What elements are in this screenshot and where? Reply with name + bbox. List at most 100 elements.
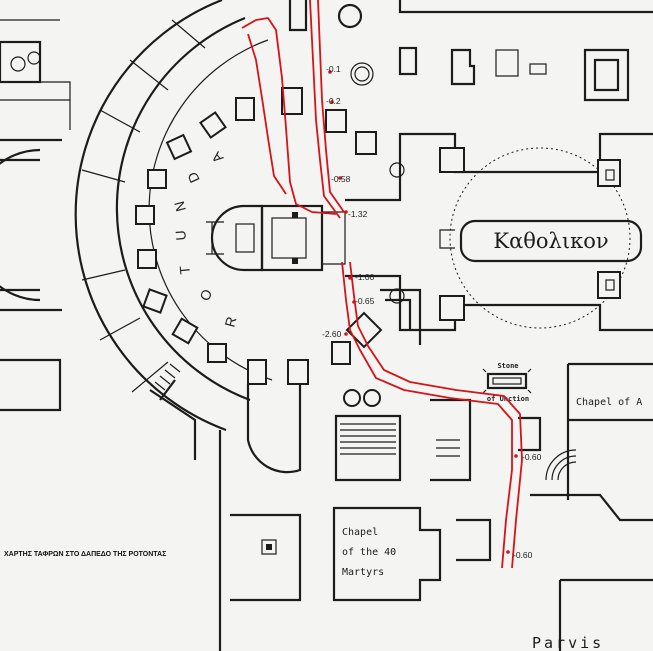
chapel40-label-line1: Chapel <box>342 527 378 538</box>
katholikon-pier <box>439 295 465 321</box>
chapel40-label-line2: of the 40 <box>342 547 396 558</box>
stone-of-unction-lamps <box>482 368 532 394</box>
rotunda-letter-o: O <box>196 286 216 304</box>
edicule <box>206 204 346 272</box>
rotunda-letter-t: T <box>176 264 193 275</box>
pier <box>281 87 303 115</box>
west-apse-walls <box>0 138 62 312</box>
pier <box>247 359 267 385</box>
trenches <box>241 0 523 569</box>
depth-label: -0.1 <box>326 64 341 74</box>
north-buildings <box>288 0 653 155</box>
trench-north-west <box>241 17 337 215</box>
stone-of-unction-inner <box>492 377 522 385</box>
trench-marker <box>330 100 334 104</box>
depth-label: -2.60 <box>322 329 342 339</box>
rotunda-letter-d: D <box>184 169 203 186</box>
south-east-room <box>558 578 653 651</box>
north-pier <box>325 109 347 133</box>
north-passage <box>288 0 308 32</box>
trench-marker <box>344 332 348 336</box>
trench-north-east-inner <box>317 0 345 213</box>
chapel-of-adam-label: Chapel of A <box>576 397 642 408</box>
chapel40-label-line3: Martyrs <box>342 567 384 578</box>
pier <box>137 249 157 269</box>
edicule-porch <box>322 211 346 265</box>
north-column-inner <box>354 66 370 82</box>
trench-marker <box>328 70 332 74</box>
rotunda-letter-n: N <box>171 198 189 213</box>
chapel-west-room <box>230 513 302 602</box>
north-chapel <box>450 48 476 86</box>
north-room-well <box>27 51 41 65</box>
katholikon-column <box>389 162 405 178</box>
depth-label: -0.60 <box>522 452 542 462</box>
chapel-of-adam-walls <box>566 362 653 500</box>
depth-labels: -0.1 -0.2 -0.58 -1.32 -1.00 -0.65 -2.60 … <box>322 64 542 560</box>
rotunda-lettering: R O T U N D A <box>171 148 240 329</box>
rotunda-radial-chapels <box>81 19 206 393</box>
south-pier <box>331 341 351 365</box>
south-column <box>363 389 381 407</box>
stone-of-unction <box>486 372 528 390</box>
depth-label: -0.60 <box>513 550 533 560</box>
edicule-body <box>260 204 324 272</box>
south-column <box>343 389 361 407</box>
katholikon-niche <box>605 169 615 181</box>
south-room <box>456 518 492 562</box>
trench-north-east <box>309 0 341 219</box>
katholikon-niche <box>605 279 615 291</box>
rotunda-inner-ring <box>148 39 273 381</box>
katholikon-pier <box>597 271 621 299</box>
depth-label: -1.32 <box>348 209 368 219</box>
chapel-of-40-martyrs <box>332 506 442 602</box>
katholikon-area: Καθολικον <box>345 132 653 345</box>
katholikon-label: Καθολικον <box>493 229 608 253</box>
south-room-steps <box>436 439 460 457</box>
pier <box>287 359 309 385</box>
depth-label: -0.2 <box>326 96 341 106</box>
west-room <box>0 358 62 412</box>
katholikon-column <box>389 288 405 304</box>
edicule-column <box>292 212 298 218</box>
trench-north-west-inner <box>247 33 287 195</box>
chapel-altar <box>261 539 277 555</box>
north-room-well <box>10 56 26 72</box>
pier <box>165 133 193 161</box>
katholikon-pier <box>439 147 465 173</box>
edicule-west-step <box>206 221 224 255</box>
katholikon-pier <box>597 159 621 187</box>
trench-marker <box>348 276 352 280</box>
north-column <box>350 62 374 86</box>
pier <box>207 343 227 363</box>
south-stair-treads <box>340 423 396 455</box>
south-stair <box>149 379 197 460</box>
north-room-small <box>529 63 547 75</box>
south-east-wall <box>530 493 653 522</box>
south-room <box>430 398 472 482</box>
edicule-angel-chapel <box>271 217 307 259</box>
katholikon-label-box <box>459 219 643 263</box>
north-annex-walls <box>0 19 71 130</box>
rotunda-middle-wall <box>115 16 251 402</box>
south-small-room <box>518 416 542 452</box>
west-apse <box>0 148 41 302</box>
north-boundary-wall <box>398 0 653 14</box>
pier <box>235 97 255 121</box>
depth-label: -0.58 <box>331 174 351 184</box>
rotunda-letter-r: R <box>221 314 239 329</box>
trench-marker <box>514 454 518 458</box>
pier <box>142 288 168 314</box>
south-annex <box>246 384 302 474</box>
south-stair-hall <box>334 414 402 482</box>
chapel-altar-core <box>266 544 272 550</box>
stone-label-line2: of Unction <box>487 395 529 403</box>
depth-label: -1.00 <box>355 272 375 282</box>
depth-label: -0.65 <box>355 296 375 306</box>
trench-south-inner <box>349 261 523 569</box>
pier <box>199 111 227 139</box>
katholikon-entrance <box>439 229 455 249</box>
rotunda <box>0 0 309 651</box>
north-room-small <box>398 46 418 76</box>
